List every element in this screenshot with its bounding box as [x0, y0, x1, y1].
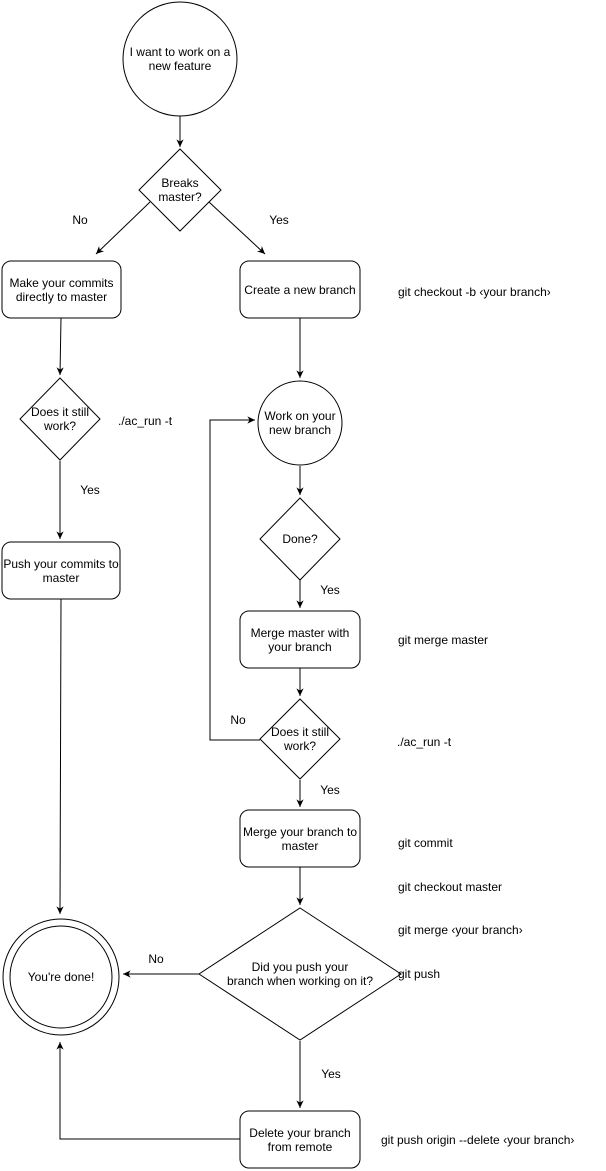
merge-branch-command-line-2: git checkout master — [398, 879, 503, 894]
test-command-annotation-2: ./ac_run -t — [397, 735, 452, 749]
delete-remote-command-annotation: git push origin --delete ‹your branch› — [381, 1133, 575, 1147]
work-on-branch-circle-shape — [257, 380, 343, 466]
make-commits-box-shape — [1, 260, 122, 319]
checkout-command-annotation: git checkout -b ‹your branch› — [398, 285, 551, 299]
edge-still-work-2-no-loop-to-work-on-branch — [209, 416, 260, 741]
still-work-2-diamond-label: Does it still work? — [270, 725, 329, 753]
merge-branch-box-shape — [239, 809, 361, 868]
merge-master-command-annotation: git merge master — [398, 633, 489, 647]
create-branch-box-shape — [239, 260, 361, 319]
merge-branch-box-label: Merge your branch to master — [242, 824, 358, 853]
still-work-1-diamond-shape — [19, 377, 101, 461]
merge-master-box-shape — [239, 610, 361, 669]
done-diamond-label: Done? — [282, 532, 318, 546]
still-work-1-yes-edge-label: Yes — [80, 483, 100, 497]
youre-done-inner-circle-shape — [9, 925, 113, 1029]
start-node-label: I want to work on a new feature — [129, 45, 231, 73]
breaks-master-diamond-label: Breaks master? — [158, 176, 202, 204]
test-command-annotation-1: ./ac_run -t — [118, 414, 173, 428]
still-work-2-diamond-shape — [259, 698, 341, 780]
edges-group — [56, 116, 304, 1140]
edge-breaks-yes-to-create-branch — [208, 201, 266, 255]
still-work-2-no-edge-label: No — [230, 713, 246, 727]
did-you-push-diamond-label: Did you push your branch when working on… — [226, 960, 374, 988]
delete-branch-box-shape — [239, 1110, 361, 1169]
done-yes-edge-label: Yes — [320, 583, 340, 597]
push-commits-box-shape — [1, 541, 121, 600]
merge-master-box-label: Merge master with your branch — [250, 625, 350, 654]
push-commits-box-label: Push your commits to master — [3, 556, 119, 585]
start-circle-shape — [122, 1, 238, 117]
merge-branch-command-line-3: git merge ‹your branch› — [398, 923, 523, 937]
edge-push-commits-to-youre-done — [56, 598, 64, 915]
breaks-yes-edge-label: Yes — [269, 213, 289, 227]
still-work-1-diamond-label: Does it still work? — [30, 405, 89, 433]
still-work-2-yes-edge-label: Yes — [320, 783, 340, 797]
edge-delete-branch-to-youre-done — [56, 1042, 240, 1140]
merge-branch-command-line-1: git commit — [398, 836, 453, 850]
make-commits-box-label: Make your commits directly to master — [9, 275, 114, 304]
nodes-group — [1, 1, 402, 1169]
delete-branch-box-label: Delete your branch from remote — [249, 1125, 351, 1154]
breaks-no-edge-label: No — [72, 213, 88, 227]
edge-make-commits-to-still-work-1 — [56, 317, 64, 376]
work-on-branch-circle-label: Work on your new branch — [264, 409, 336, 437]
breaks-master-diamond-shape — [138, 148, 222, 232]
did-you-push-diamond-shape — [198, 907, 402, 1041]
done-diamond-shape — [259, 497, 341, 581]
merge-branch-command-line-4: git push — [398, 966, 441, 981]
did-you-push-no-edge-label: No — [148, 952, 164, 966]
did-you-push-yes-edge-label: Yes — [321, 1067, 341, 1081]
youre-done-circle-label: You're done! — [27, 970, 95, 984]
merge-branch-commands-annotation: git commit git checkout master git merge… — [398, 807, 523, 1010]
create-branch-box-label: Create a new branch — [244, 282, 356, 297]
edge-breaks-no-to-make-commits — [95, 201, 151, 255]
